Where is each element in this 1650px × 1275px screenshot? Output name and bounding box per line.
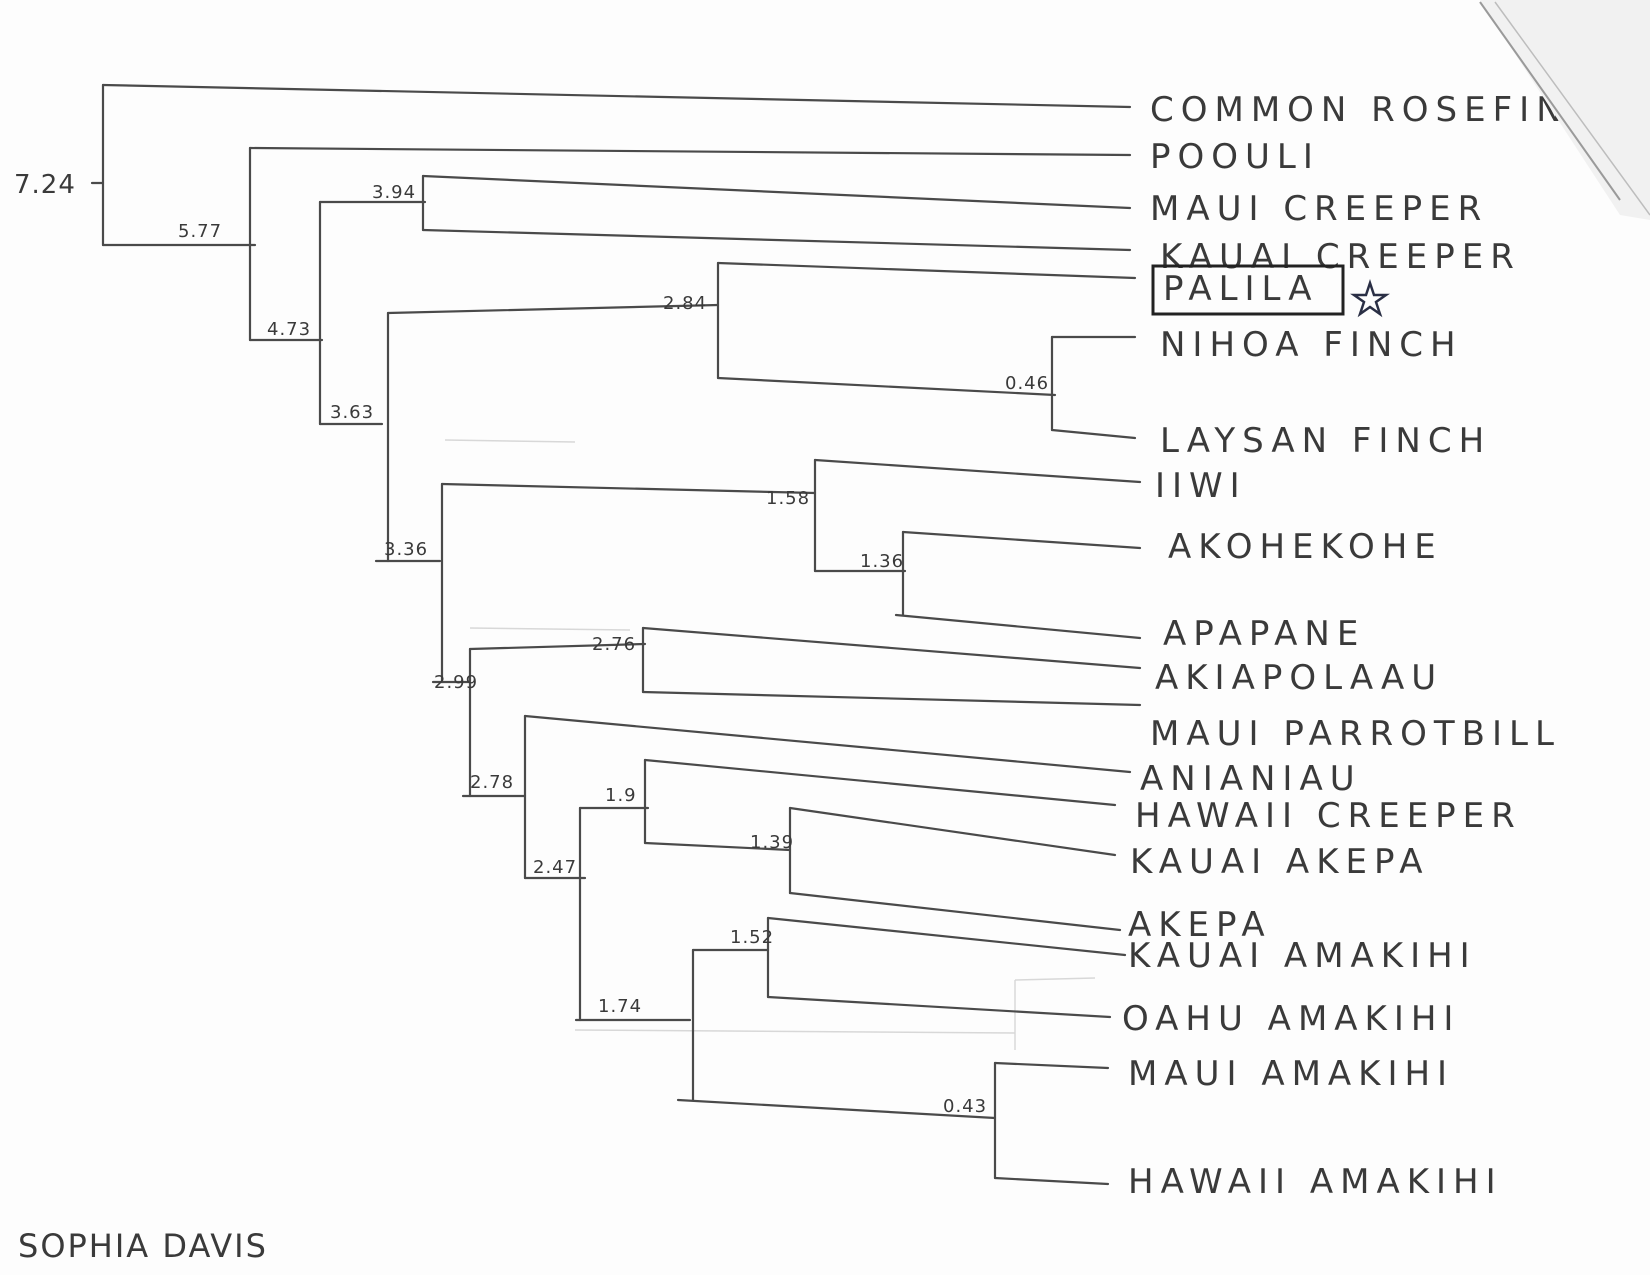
node-label: 1.52 [730, 927, 774, 948]
node-label: 0.46 [1005, 373, 1049, 394]
taxon-label: MAUI PARROTBILL [1150, 714, 1561, 754]
taxon-label: PALILA [1163, 269, 1319, 309]
taxon-label: AKOHEKOHE [1168, 527, 1443, 567]
node-label: 1.9 [605, 785, 637, 806]
taxon-labels: COMMON ROSEFINC POOULI MAUI CREEPER KAUA… [1122, 90, 1599, 1202]
node-label: 1.36 [860, 551, 904, 572]
taxon-label: HAWAII AMAKIHI [1128, 1162, 1503, 1202]
node-label: 2.76 [592, 634, 636, 655]
node-label: 2.78 [470, 772, 514, 793]
node-label: 0.43 [943, 1096, 987, 1117]
eraser-marks [444, 439, 1096, 1050]
star-icon [1350, 279, 1390, 318]
taxon-label: ANIANIAU [1140, 759, 1362, 799]
node-label: 2.47 [533, 857, 577, 878]
tree-branches [90, 83, 1142, 1186]
taxon-label: HAWAII CREEPER [1135, 796, 1522, 836]
taxon-label: AKIAPOLAAU [1155, 658, 1443, 698]
taxon-label: KAUAI CREEPER [1160, 237, 1521, 277]
node-label: 2.99 [434, 672, 478, 693]
node-label: 1.74 [598, 996, 642, 1017]
taxon-label: NIHOA FINCH [1160, 325, 1463, 365]
author-signature: SOPHIA DAVIS [18, 1227, 268, 1265]
taxon-label: COMMON ROSEFINC [1150, 90, 1599, 130]
node-label: 3.63 [330, 402, 374, 423]
node-label: 2.84 [663, 293, 707, 314]
taxon-label: LAYSAN FINCH [1160, 421, 1491, 461]
taxon-label: KAUAI AKEPA [1130, 842, 1430, 882]
taxon-label: POOULI [1150, 137, 1320, 177]
node-label: 3.94 [372, 182, 416, 203]
node-label: 4.73 [267, 319, 311, 340]
highlight-box [1151, 264, 1345, 316]
taxon-label: APAPANE [1163, 614, 1365, 654]
taxon-label: KAUAI AMAKIHI [1128, 936, 1477, 976]
taxon-label: MAUI AMAKIHI [1128, 1054, 1454, 1094]
node-label: 3.36 [384, 539, 428, 560]
node-label: 1.39 [750, 832, 794, 853]
node-label-root: 7.24 [14, 170, 76, 200]
taxon-label: OAHU AMAKIHI [1122, 999, 1460, 1039]
taxon-label: MAUI CREEPER [1150, 189, 1488, 229]
taxon-label: IIWI [1155, 466, 1247, 506]
node-label: 1.58 [766, 488, 810, 509]
node-labels: 7.24 5.77 4.73 3.94 3.63 3.36 2.84 0.46 … [14, 170, 1049, 1117]
taxon-label: AKEPA [1128, 905, 1272, 945]
node-label: 5.77 [178, 221, 222, 242]
page-corner-fold [1479, 0, 1650, 220]
